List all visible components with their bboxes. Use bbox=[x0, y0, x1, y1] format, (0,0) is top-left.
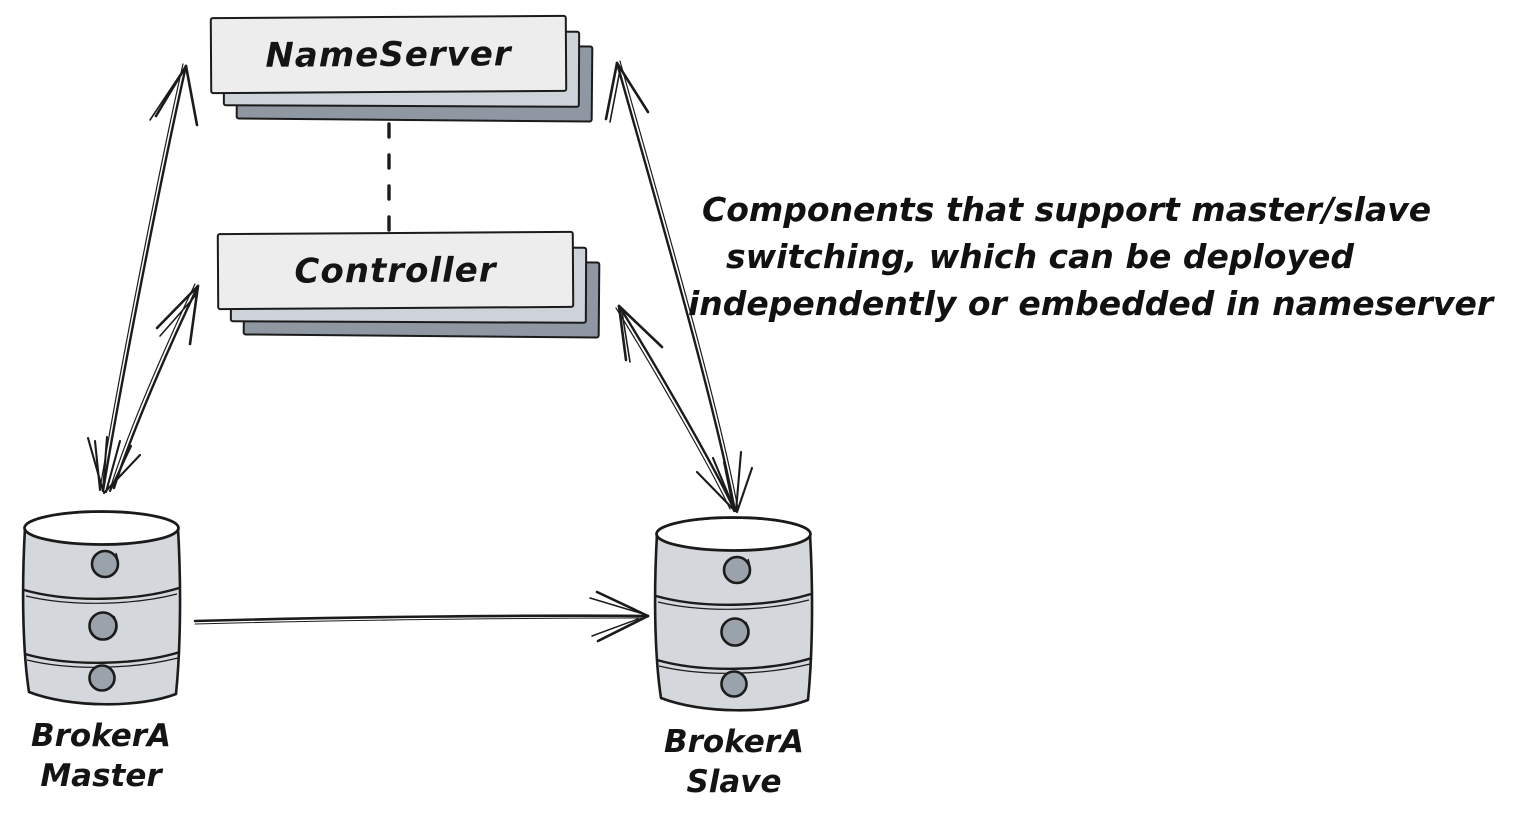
broker-slave-label: BrokerA Slave bbox=[644, 722, 824, 802]
broker-master-label: BrokerA Master bbox=[11, 716, 191, 796]
broker-slave-role: Slave bbox=[686, 764, 782, 800]
edge-slave-controller bbox=[615, 304, 735, 510]
nameserver-box: NameServer bbox=[209, 14, 568, 95]
edge-master-controller bbox=[110, 283, 200, 490]
broker-slave-name: BrokerA bbox=[663, 724, 805, 760]
controller-box: Controller bbox=[216, 230, 575, 311]
nameserver-label: NameServer bbox=[265, 33, 512, 76]
broker-slave-cylinder bbox=[653, 516, 814, 712]
annotation-line-2: switching, which can be deployed bbox=[726, 237, 1354, 276]
controller-label: Controller bbox=[294, 249, 497, 292]
broker-master-cylinder bbox=[21, 510, 182, 706]
annotation-line-1: Components that support master/slave bbox=[702, 190, 1432, 229]
arrowhead-cluster-master bbox=[86, 435, 142, 495]
broker-master-role: Master bbox=[40, 758, 162, 794]
annotation-line-3: independently or embedded in nameserver bbox=[688, 284, 1494, 323]
edge-slave-nameserver bbox=[604, 60, 739, 513]
edge-master-slave bbox=[193, 590, 650, 643]
edge-master-nameserver bbox=[99, 63, 199, 493]
arrowhead-cluster-slave bbox=[695, 450, 754, 514]
broker-master-name: BrokerA bbox=[30, 718, 172, 754]
annotation-text: Components that support master/slave swi… bbox=[688, 186, 1493, 327]
